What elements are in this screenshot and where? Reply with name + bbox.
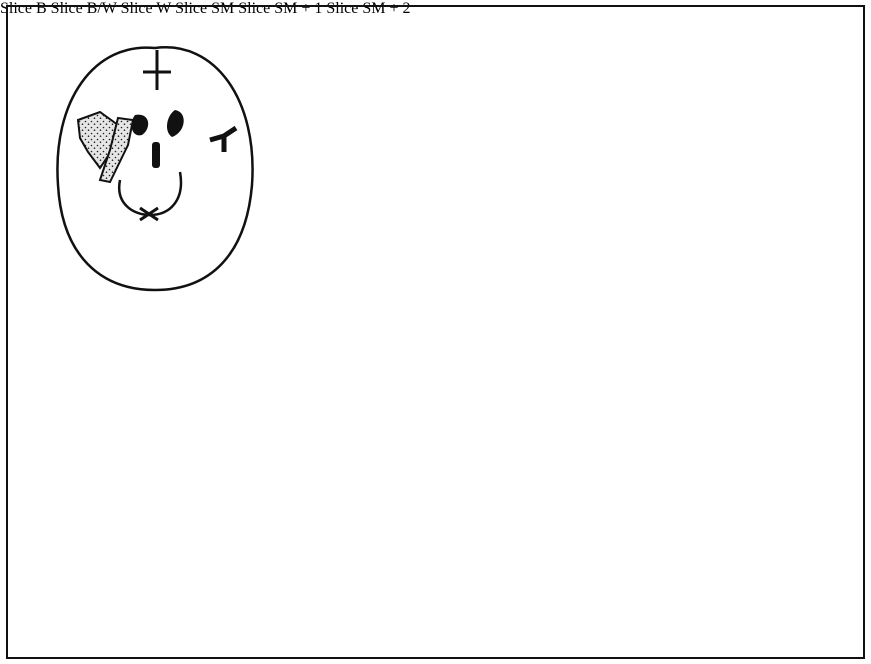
sylvian-fissure	[210, 128, 236, 152]
ventricle	[167, 110, 184, 137]
ventricle	[131, 115, 148, 136]
figure-border	[7, 6, 864, 658]
brain-outline	[57, 47, 252, 290]
midline-fissure	[143, 50, 171, 90]
third-ventricle	[152, 142, 160, 168]
cistern-outline	[119, 172, 181, 215]
brain-slice-b	[57, 47, 252, 290]
